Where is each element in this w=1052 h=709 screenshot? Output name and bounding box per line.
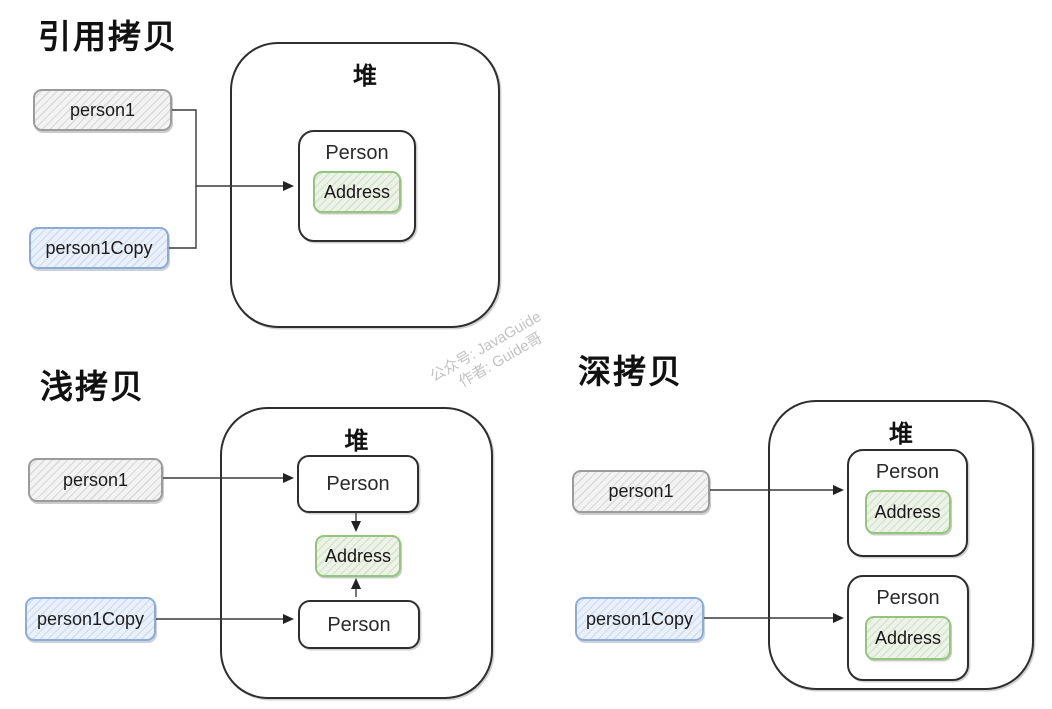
address-box: Address: [315, 535, 401, 577]
deep-copy-title: 深拷贝: [578, 353, 683, 390]
heap-box: 堆 Person Address Person Address: [768, 400, 1034, 690]
address-box: Address: [313, 171, 401, 213]
person-box: Person Address: [847, 575, 969, 681]
heap-label: 堆: [344, 428, 369, 455]
person-label: Person: [326, 473, 390, 495]
person1copy-tag: person1Copy: [25, 597, 156, 641]
reference-copy-title: 引用拷贝: [38, 18, 178, 55]
person1-tag: person1: [572, 470, 710, 513]
person-box: Person Address: [847, 449, 968, 557]
person-box: Person Address: [298, 130, 416, 242]
heap-label: 堆: [889, 421, 913, 448]
person-label: Person: [325, 142, 389, 164]
person1-tag: person1: [33, 89, 172, 131]
shallow-copy-title: 浅拷贝: [40, 368, 145, 405]
person-label: Person: [876, 587, 940, 609]
person1copy-tag: person1Copy: [575, 597, 704, 641]
person-label: Person: [327, 613, 391, 636]
heap-label: 堆: [353, 63, 377, 90]
connector-person1copy-to-junction: [169, 186, 197, 249]
person1-tag: person1: [28, 458, 163, 502]
person-box: Person: [298, 600, 420, 649]
person1copy-tag: person1Copy: [29, 227, 169, 269]
address-box: Address: [865, 616, 951, 660]
person-box: Person: [297, 455, 419, 513]
address-box: Address: [864, 490, 951, 534]
person-label: Person: [875, 461, 940, 483]
heap-box: 堆 Person Address Person: [220, 407, 493, 699]
heap-box: 堆 Person Address: [230, 42, 500, 328]
